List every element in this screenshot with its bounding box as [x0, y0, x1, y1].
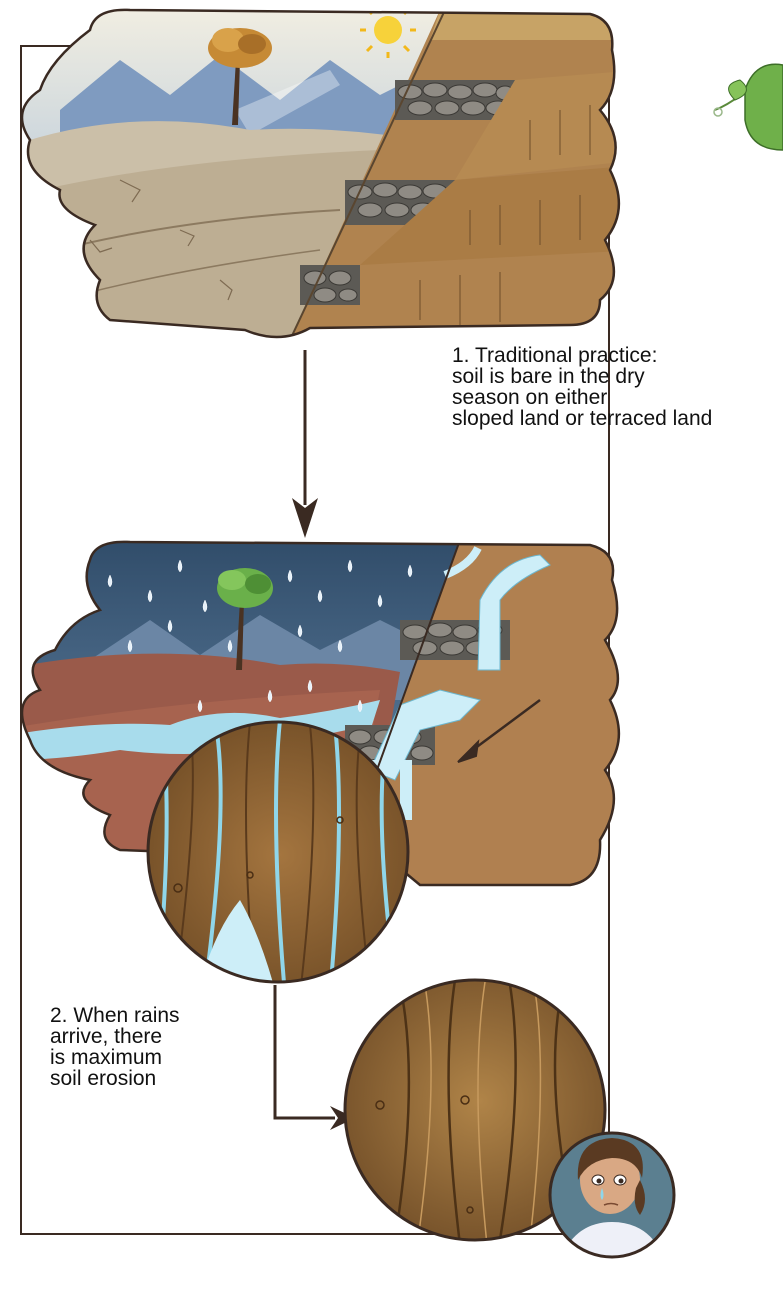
arrow-down — [292, 350, 318, 538]
dry-season-panel — [0, 0, 640, 340]
vine-leaf-icon — [714, 64, 783, 150]
arrow-right — [275, 985, 355, 1130]
step-1-caption: 1. Traditional practice: soil is bare in… — [452, 345, 782, 429]
step-2-caption: 2. When rains arrive, there is maximum s… — [50, 1005, 270, 1089]
